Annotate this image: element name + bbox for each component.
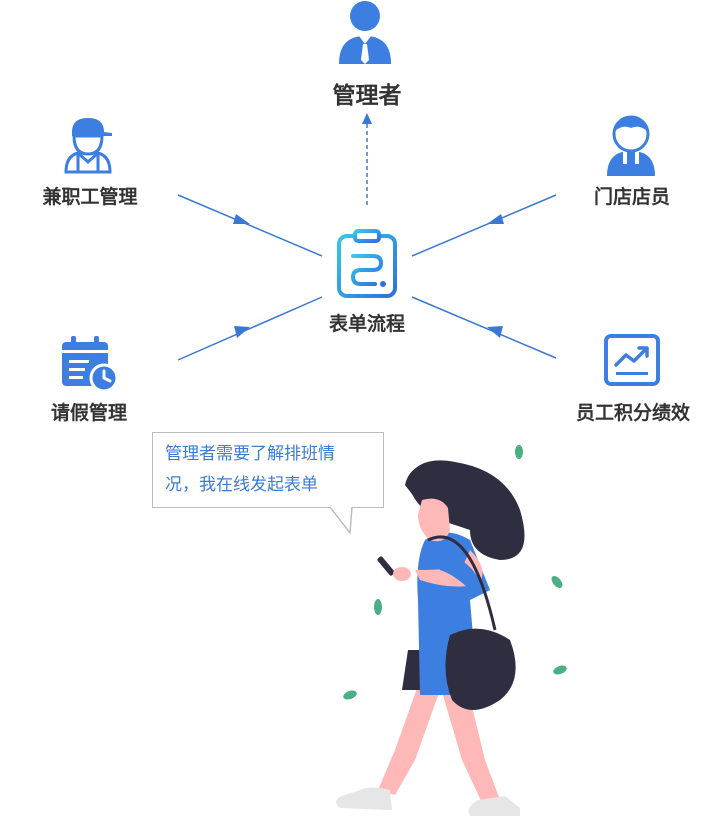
arrowhead-leave — [234, 326, 250, 338]
line-parttime — [177, 194, 323, 257]
center-label: 表单流程 — [328, 313, 406, 335]
line-points — [411, 296, 557, 359]
bubble-line-2: 况，我在线发起表单 — [165, 475, 318, 495]
worker-cap-icon — [64, 118, 112, 174]
calendar-clock-icon — [62, 336, 118, 392]
leaf-icon — [515, 445, 523, 459]
leaf-icon — [553, 665, 567, 675]
line-leave — [177, 296, 323, 361]
bubble-line-1: 管理者需要了解排班情 — [165, 444, 335, 464]
manager-label: 管理者 — [332, 83, 402, 109]
points-label: 员工积分绩效 — [575, 402, 691, 424]
clipboard-form-icon — [337, 229, 397, 298]
arrowhead-points — [487, 326, 503, 338]
leaf-icon — [343, 690, 357, 700]
leaf-icon — [374, 599, 382, 615]
leaf-icon — [551, 576, 563, 588]
store-clerk-icon — [607, 115, 655, 176]
chart-trend-icon — [604, 334, 660, 386]
manager-person-icon — [339, 1, 391, 64]
woman-with-phone-illustration — [336, 445, 567, 816]
leave-label: 请假管理 — [50, 402, 128, 424]
speech-bubble: 管理者需要了解排班情 况，我在线发起表单 — [152, 432, 384, 508]
arrowhead-staff — [487, 214, 504, 224]
parttime-label: 兼职工管理 — [42, 186, 138, 208]
line-staff — [411, 194, 557, 257]
arrowhead-parttime — [233, 214, 250, 224]
arrowhead-manager — [362, 113, 372, 124]
staff-label: 门店店员 — [593, 186, 671, 208]
